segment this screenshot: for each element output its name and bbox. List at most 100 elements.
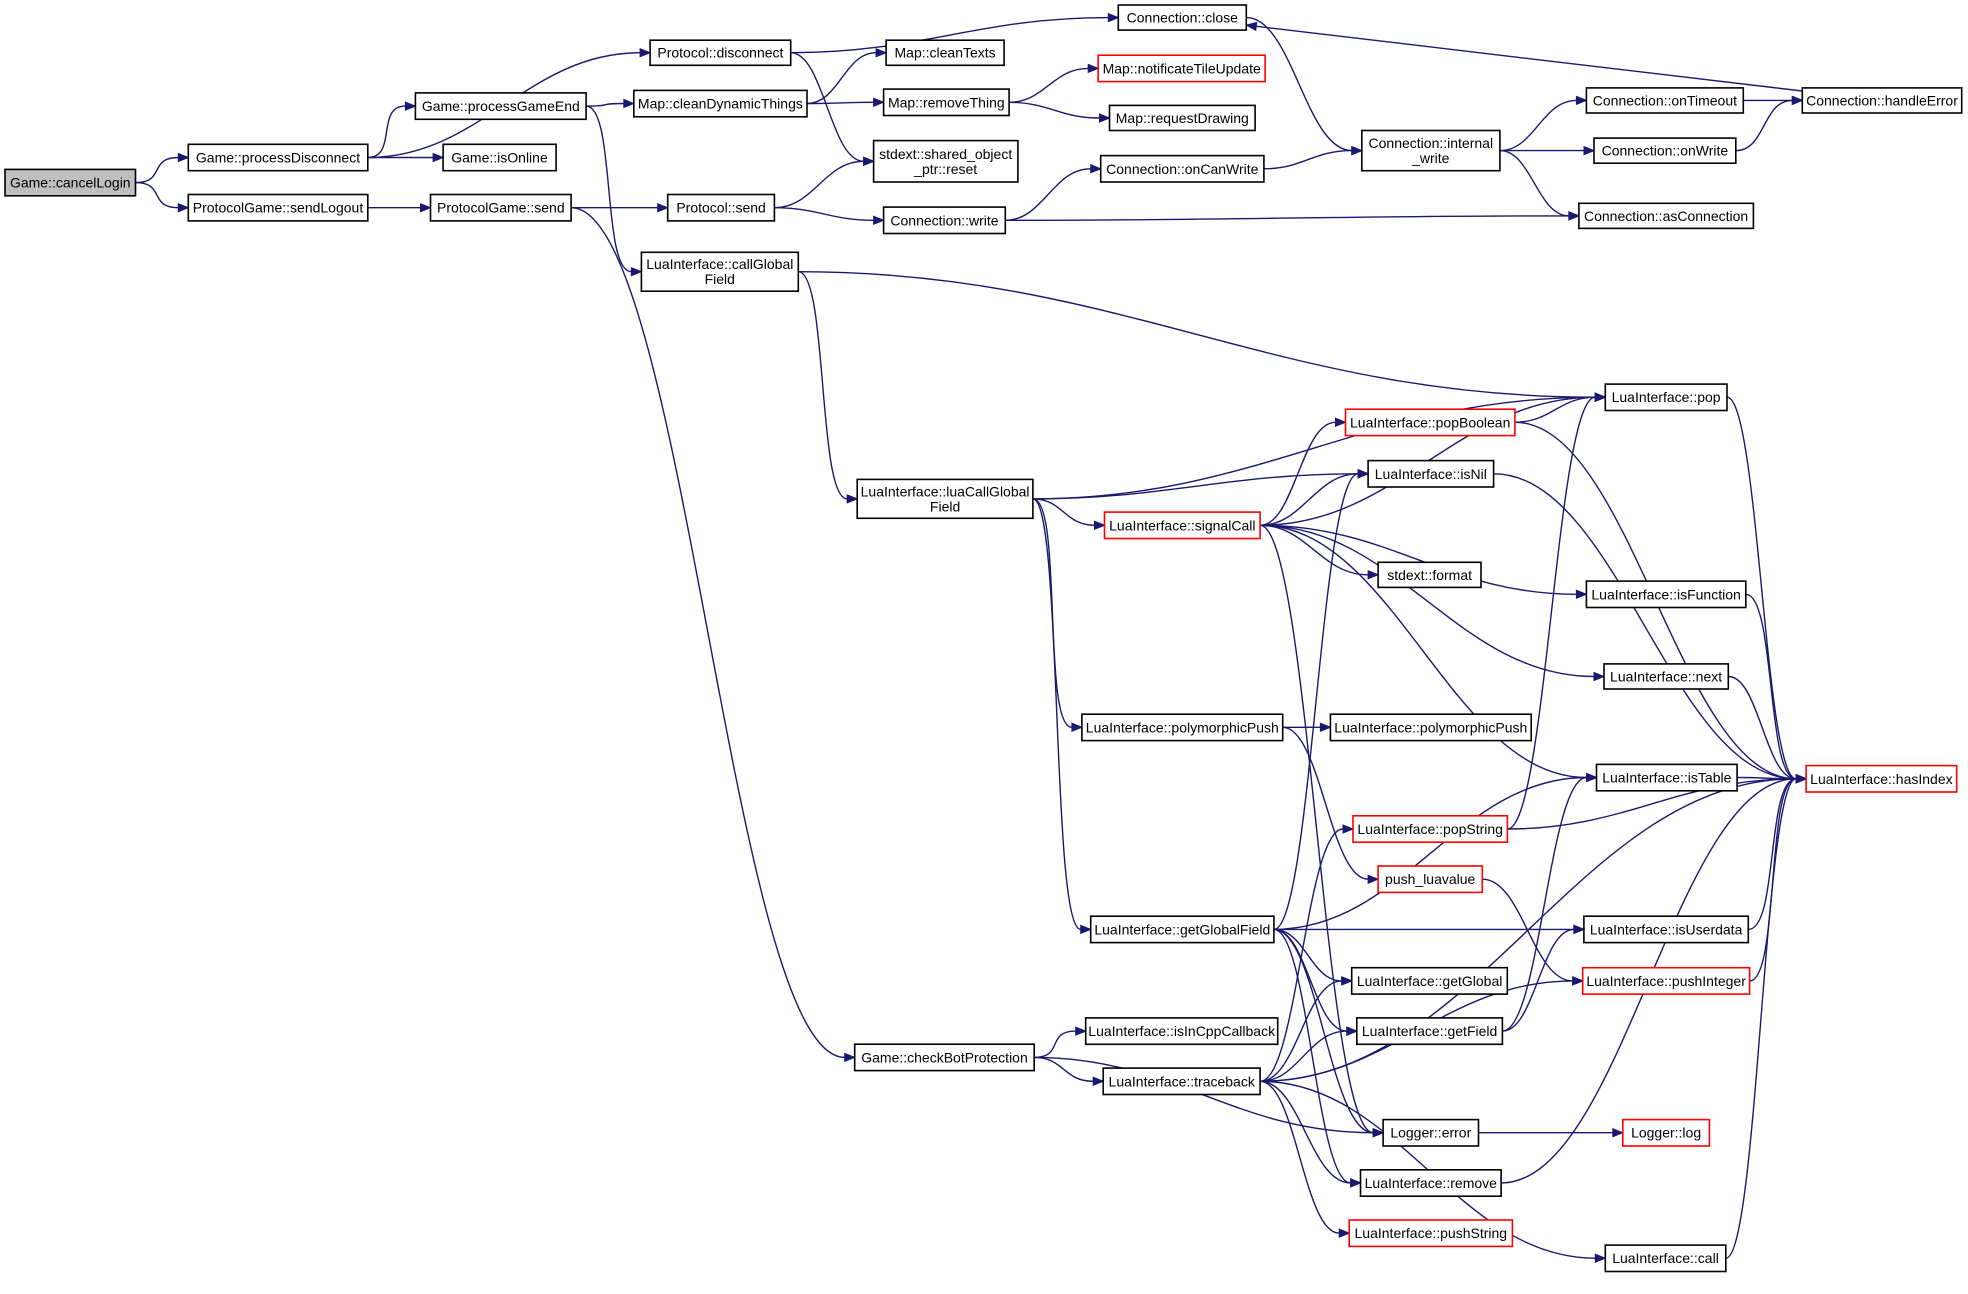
node-label: LuaInterface::pop bbox=[1612, 389, 1721, 405]
node-game-processgameend[interactable]: Game::processGameEnd bbox=[414, 92, 587, 121]
node-label: LuaInterface::call bbox=[1612, 1250, 1719, 1266]
node-push-luavalue[interactable]: push_luavalue bbox=[1377, 865, 1484, 894]
node-protocol-disconnect[interactable]: Protocol::disconnect bbox=[649, 39, 792, 67]
arrowhead bbox=[873, 215, 885, 226]
arrowhead bbox=[1586, 772, 1598, 783]
arrowhead bbox=[177, 152, 190, 163]
edge-n27-to-n35 bbox=[1493, 473, 1808, 784]
arrowhead bbox=[1092, 1076, 1105, 1087]
node-label: LuaInterface::isInCppCallback bbox=[1088, 1023, 1276, 1039]
edge-line bbox=[1032, 396, 1596, 500]
node-stdext-format[interactable]: stdext::format bbox=[1377, 561, 1482, 589]
edge-n7-to-n44 bbox=[571, 207, 857, 1063]
edge-n2-to-n5 bbox=[367, 101, 417, 159]
node-logger-error[interactable]: Logger::error bbox=[1382, 1118, 1480, 1147]
edge-n44-to-n42 bbox=[1034, 1026, 1088, 1059]
node-box bbox=[1382, 1118, 1480, 1147]
edge-n10-to-n25 bbox=[798, 271, 1607, 402]
node-connection-handleerror[interactable]: Connection::handleError bbox=[1801, 87, 1963, 114]
node-map-notificatetileupdate[interactable]: Map::notificateTileUpdate bbox=[1097, 54, 1266, 83]
edge-n38-to-n40 bbox=[1273, 928, 1354, 986]
node-game-isonline[interactable]: Game::isOnline bbox=[442, 143, 557, 172]
node-box bbox=[1595, 763, 1738, 792]
node-label: Map::requestDrawing bbox=[1116, 110, 1249, 126]
node-map-cleantexts[interactable]: Map::cleanTexts bbox=[885, 39, 1005, 67]
node-luainterface-polymorphicpush[interactable]: LuaInterface::polymorphicPush bbox=[1081, 713, 1284, 742]
edge-line bbox=[1273, 928, 1351, 1184]
node-luainterface-getfield[interactable]: LuaInterface::getField bbox=[1356, 1017, 1504, 1046]
node-luainterface-getglobalfield[interactable]: LuaInterface::getGlobalField bbox=[1089, 915, 1275, 944]
node-luainterface-polymorphicpush[interactable]: LuaInterface::polymorphicPush bbox=[1329, 713, 1533, 742]
node-box bbox=[1361, 129, 1501, 172]
node-connection-write[interactable]: Connection::write bbox=[882, 206, 1007, 235]
arrowhead bbox=[1342, 824, 1355, 834]
node-label: Connection::handleError bbox=[1806, 92, 1958, 108]
node-connection-internal-write[interactable]: Connection::internal_write bbox=[1361, 129, 1501, 172]
node-luainterface-signalcall[interactable]: LuaInterface::signalCall bbox=[1103, 511, 1261, 540]
node-game-cancellogin[interactable]: Game::cancelLogin bbox=[4, 168, 137, 197]
node-label: LuaInterface::polymorphicPush bbox=[1334, 719, 1527, 735]
node-luainterface-next[interactable]: LuaInterface::next bbox=[1603, 663, 1730, 690]
node-luainterface-istable[interactable]: LuaInterface::isTable bbox=[1595, 763, 1738, 792]
node-luainterface-isuserdata[interactable]: LuaInterface::isUserdata bbox=[1583, 915, 1750, 944]
edge-line bbox=[1735, 99, 1793, 152]
node-box bbox=[649, 39, 792, 67]
node-box bbox=[1603, 663, 1730, 690]
edge-line bbox=[1499, 99, 1577, 152]
node-connection-close[interactable]: Connection::close bbox=[1117, 4, 1248, 31]
node-protocolgame-sendlogout[interactable]: ProtocolGame::sendLogout bbox=[187, 193, 369, 222]
node-luainterface-popstring[interactable]: LuaInterface::popString bbox=[1352, 814, 1509, 843]
edge-n24-to-n28 bbox=[1032, 498, 1106, 531]
node-label: ProtocolGame::sendLogout bbox=[193, 200, 364, 216]
node-label: LuaInterface::isNil bbox=[1375, 466, 1487, 482]
node-luainterface-isincppcallback[interactable]: LuaInterface::isInCppCallback bbox=[1084, 1017, 1279, 1046]
node-map-removething[interactable]: Map::removeThing bbox=[882, 88, 1010, 117]
arrowhead bbox=[177, 202, 190, 213]
node-box bbox=[885, 39, 1005, 67]
node-luainterface-isfunction[interactable]: LuaInterface::isFunction bbox=[1585, 580, 1747, 609]
node-connection-oncanwrite[interactable]: Connection::onCanWrite bbox=[1099, 154, 1265, 183]
node-label: Game::processGameEnd bbox=[422, 98, 580, 114]
node-connection-onwrite[interactable]: Connection::onWrite bbox=[1593, 137, 1737, 165]
node-box bbox=[442, 143, 557, 172]
node-label: Field bbox=[705, 271, 735, 287]
edge-line bbox=[774, 207, 874, 221]
edge-n38-to-n39 bbox=[1273, 924, 1586, 935]
node-label: LuaInterface::hasIndex bbox=[1810, 771, 1952, 787]
edge-line bbox=[1493, 473, 1797, 780]
node-luainterface-getglobal[interactable]: LuaInterface::getGlobal bbox=[1350, 966, 1509, 995]
node-luainterface-pushinteger[interactable]: LuaInterface::pushInteger bbox=[1581, 966, 1751, 995]
node-luainterface-pop[interactable]: LuaInterface::pop bbox=[1604, 383, 1728, 412]
node-map-requestdrawing[interactable]: Map::requestDrawing bbox=[1108, 104, 1256, 132]
node-luainterface-hasindex[interactable]: LuaInterface::hasIndex bbox=[1805, 764, 1958, 793]
node-connection-ontimeout[interactable]: Connection::onTimeout bbox=[1585, 87, 1745, 114]
node-box bbox=[1102, 1067, 1261, 1096]
node-luainterface-isnil[interactable]: LuaInterface::isNil bbox=[1367, 459, 1495, 488]
node-game-processdisconnect[interactable]: Game::processDisconnect bbox=[187, 143, 369, 172]
edge-n32-to-n37 bbox=[1282, 726, 1380, 884]
node-map-cleandynamicthings[interactable]: Map::cleanDynamicThings bbox=[632, 89, 808, 118]
edge-n24-to-n27 bbox=[1032, 469, 1370, 500]
node-protocol-send[interactable]: Protocol::send bbox=[666, 193, 776, 222]
arrowhead bbox=[1372, 1127, 1385, 1138]
node-box bbox=[1604, 1244, 1727, 1273]
arrowhead bbox=[1351, 145, 1364, 156]
edge-n13-to-n17 bbox=[1009, 101, 1111, 123]
node-stdext-shared-object-ptr-reset[interactable]: stdext::shared_object_ptr::reset bbox=[872, 139, 1019, 183]
node-logger-log[interactable]: Logger::log bbox=[1622, 1118, 1711, 1147]
node-luainterface-pushstring[interactable]: LuaInterface::pushString bbox=[1348, 1219, 1514, 1248]
edge-n28-to-n26 bbox=[1260, 417, 1347, 526]
node-luainterface-traceback[interactable]: LuaInterface::traceback bbox=[1102, 1067, 1261, 1096]
edge-line bbox=[1748, 778, 1797, 931]
node-luainterface-remove[interactable]: LuaInterface::remove bbox=[1359, 1169, 1502, 1198]
node-protocolgame-send[interactable]: ProtocolGame::send bbox=[429, 193, 572, 222]
edge-line bbox=[1260, 1080, 1351, 1184]
edge-line bbox=[1246, 16, 1352, 152]
node-luainterface-popboolean[interactable]: LuaInterface::popBoolean bbox=[1344, 408, 1516, 437]
node-luainterface-call[interactable]: LuaInterface::call bbox=[1604, 1244, 1727, 1273]
node-connection-asconnection[interactable]: Connection::asConnection bbox=[1578, 202, 1755, 230]
node-box bbox=[1801, 87, 1963, 114]
node-game-checkbotprotection[interactable]: Game::checkBotProtection bbox=[853, 1043, 1036, 1072]
